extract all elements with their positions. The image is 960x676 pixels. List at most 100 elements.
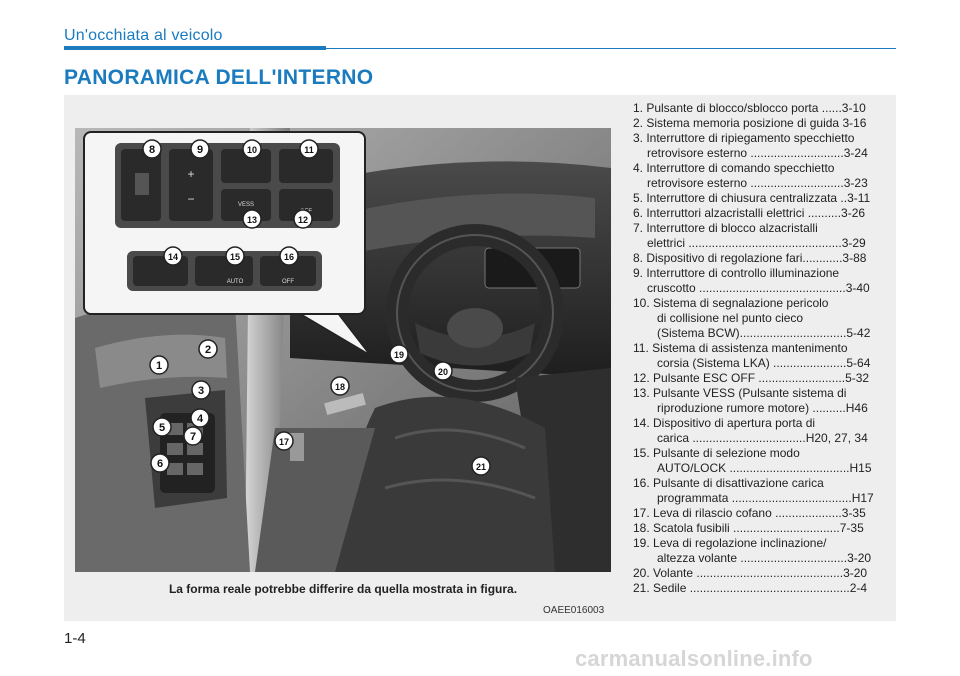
legend-item-text: 6. Interruttori alzacristalli elettrici …	[633, 206, 866, 220]
svg-text:19: 19	[394, 350, 404, 360]
legend-item-continuation: retrovisore esterno ....................…	[647, 146, 868, 160]
figure-callouts: 1 2 3 4 5 6 7 17 18 19 20 21	[149, 339, 491, 476]
legend-item-continuation: cruscotto ..............................…	[647, 281, 870, 295]
svg-text:20: 20	[438, 367, 448, 377]
page-heading: PANORAMICA DELL'INTERNO	[64, 66, 374, 89]
svg-text:1: 1	[156, 360, 162, 372]
legend-item-text: 19. Leva di regolazione inclinazione/	[633, 536, 827, 550]
legend-item-text: 5. Interruttore di chiusura centralizzat…	[633, 191, 871, 205]
legend-item-continuation: corsia (Sistema LKA) ...................…	[657, 356, 871, 370]
callout-badge-14: 14	[163, 246, 183, 266]
callout-badge-12: 12	[293, 209, 313, 229]
callout-badge-15: 15	[225, 246, 245, 266]
legend-item: 2. Sistema memoria posizione di guida 3-…	[633, 116, 888, 131]
legend-item-text: 11. Sistema di assistenza mantenimento	[633, 341, 848, 355]
legend-item: 8. Dispositivo di regolazione fari......…	[633, 251, 888, 266]
callout-badge-1: 1	[149, 355, 169, 375]
page-number: 1-4	[64, 630, 86, 647]
legend-item-text: 8. Dispositivo di regolazione fari......…	[633, 251, 867, 265]
legend-item: 20. Volante ............................…	[633, 566, 888, 581]
callout-badge-13: 13	[242, 209, 262, 229]
legend-item-continuation: altezza volante ........................…	[657, 551, 872, 565]
section-rule	[64, 46, 326, 50]
legend-item-text: 18. Scatola fusibili ...................…	[633, 521, 864, 535]
legend-item-continuation: (Sistema BCW)...........................…	[657, 326, 871, 340]
svg-text:3: 3	[198, 385, 204, 397]
callout-badge-5: 5	[152, 417, 172, 437]
svg-text:8: 8	[149, 144, 155, 156]
svg-text:9: 9	[197, 144, 203, 156]
callout-badge-3: 3	[191, 380, 211, 400]
callout-badge-8: 8	[142, 139, 162, 159]
legend-item: 17. Leva di rilascio cofano ............…	[633, 506, 888, 521]
legend-item: 18. Scatola fusibili ...................…	[633, 521, 888, 536]
legend-item-continuation: di collisione nel punto cieco	[657, 311, 804, 325]
svg-text:15: 15	[230, 252, 240, 262]
legend-item-text: 20. Volante ............................…	[633, 566, 868, 580]
watermark: carmanualsonline.info	[575, 646, 813, 671]
svg-text:−: −	[187, 192, 194, 206]
legend-item-text: 17. Leva di rilascio cofano ............…	[633, 506, 866, 520]
svg-text:18: 18	[335, 382, 345, 392]
legend-item: 21. Sedile .............................…	[633, 581, 888, 596]
svg-text:21: 21	[476, 462, 486, 472]
legend-item: 9. Interruttore di controllo illuminazio…	[633, 266, 888, 296]
callout-badge-18: 18	[330, 376, 350, 396]
legend-item: 1. Pulsante di blocco/sblocco porta ....…	[633, 101, 888, 116]
svg-text:16: 16	[284, 252, 294, 262]
section-rule-thin	[326, 48, 896, 49]
legend-item: 5. Interruttore di chiusura centralizzat…	[633, 191, 888, 206]
svg-text:11: 11	[304, 145, 314, 155]
figure-code: OAEE016003	[543, 605, 605, 616]
callout-badge-21: 21	[471, 456, 491, 476]
callout-badge-10: 10	[242, 139, 262, 159]
callout-badge-9: 9	[190, 139, 210, 159]
legend-item-text: 10. Sistema di segnalazione pericolo	[633, 296, 829, 310]
legend-item-continuation: riproduzione rumore motore) ..........H4…	[657, 401, 868, 415]
svg-text:2: 2	[205, 344, 211, 356]
legend-item-continuation: retrovisore esterno ....................…	[647, 176, 868, 190]
legend-item-text: 1. Pulsante di blocco/sblocco porta ....…	[633, 101, 866, 115]
legend-item-continuation: elettrici ..............................…	[647, 236, 866, 250]
svg-text:14: 14	[168, 252, 178, 262]
callout-badge-4: 4	[190, 408, 210, 428]
legend-item-continuation: carica .................................…	[657, 431, 868, 445]
svg-text:10: 10	[247, 145, 257, 155]
svg-text:17: 17	[279, 437, 289, 447]
svg-text:12: 12	[298, 215, 308, 225]
legend-item-continuation: AUTO/LOCK ..............................…	[657, 461, 872, 475]
legend-item-text: 9. Interruttore di controllo illuminazio…	[633, 266, 840, 280]
legend-item-text: 21. Sedile .............................…	[633, 581, 868, 595]
legend-item-text: 13. Pulsante VESS (Pulsante sistema di	[633, 386, 847, 400]
svg-text:6: 6	[157, 458, 163, 470]
legend-item-text: 16. Pulsante di disattivazione carica	[633, 476, 824, 490]
legend-list: 1. Pulsante di blocco/sblocco porta ....…	[633, 101, 888, 596]
vess-label: VESS	[238, 202, 254, 208]
svg-text:13: 13	[247, 215, 257, 225]
legend-item-text: 7. Interruttore di blocco alzacristalli	[633, 221, 818, 235]
legend-item: 3. Interruttore di ripiegamento specchie…	[633, 131, 888, 161]
legend-item-text: 12. Pulsante ESC OFF ...................…	[633, 371, 870, 385]
legend-item-continuation: programmata ............................…	[657, 491, 874, 505]
figure-caption: La forma reale potrebbe differire da que…	[168, 582, 518, 596]
legend-item: 6. Interruttori alzacristalli elettrici …	[633, 206, 888, 221]
legend-item-text: 2. Sistema memoria posizione di guida 3-…	[633, 116, 867, 130]
legend-item-text: 15. Pulsante di selezione modo	[633, 446, 800, 460]
legend-item: 12. Pulsante ESC OFF ...................…	[633, 371, 888, 386]
svg-text:5: 5	[159, 422, 165, 434]
legend-item-text: 3. Interruttore di ripiegamento specchie…	[633, 131, 855, 145]
callout-badge-17: 17	[274, 431, 294, 451]
legend-item-text: 4. Interruttore di comando specchietto	[633, 161, 835, 175]
svg-text:7: 7	[190, 431, 196, 443]
section-title: Un'occhiata al veicolo	[64, 27, 223, 44]
callout-badge-2: 2	[198, 339, 218, 359]
